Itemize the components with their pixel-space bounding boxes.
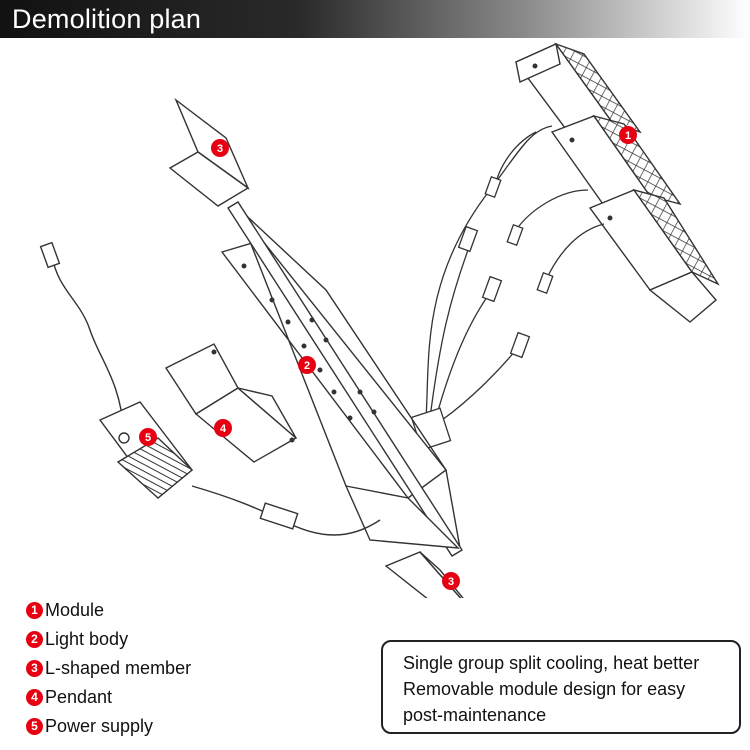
legend-item-power-supply: 5 Power supply bbox=[26, 712, 191, 741]
svg-text:1: 1 bbox=[625, 130, 631, 142]
legend-label: Light body bbox=[45, 629, 129, 649]
number-badge: 1 bbox=[26, 602, 43, 619]
page-title: Demolition plan bbox=[12, 4, 202, 34]
note-line: Single group split cooling, heat better bbox=[403, 653, 700, 673]
power-supply bbox=[39, 241, 381, 536]
svg-text:2: 2 bbox=[304, 360, 310, 372]
legend-label: Module bbox=[45, 600, 105, 620]
marker-4: 4 bbox=[214, 419, 232, 437]
note-line: Removable module design for easy bbox=[403, 679, 686, 699]
l-bracket-top bbox=[168, 97, 250, 207]
svg-text:5: 5 bbox=[145, 432, 151, 444]
number-badge: 2 bbox=[26, 631, 43, 648]
module-assembly bbox=[514, 42, 720, 323]
title-bar: Demolition plan bbox=[0, 0, 750, 38]
marker-1: 1 bbox=[619, 126, 637, 144]
number-badge: 4 bbox=[26, 689, 43, 706]
legend-label: L-shaped member bbox=[45, 658, 192, 678]
svg-text:4: 4 bbox=[220, 423, 227, 435]
module-panel-1 bbox=[514, 42, 642, 141]
feature-note-box: Single group split cooling, heat better … bbox=[381, 640, 741, 734]
legend-label: Pendant bbox=[45, 687, 113, 707]
pendant bbox=[164, 343, 298, 463]
number-badge: 5 bbox=[26, 718, 43, 735]
exploded-view-drawing: 1 2 3 3 4 5 bbox=[39, 42, 720, 598]
module-panel-2 bbox=[550, 114, 682, 215]
light-body bbox=[220, 201, 463, 557]
marker-3-bottom: 3 bbox=[442, 572, 460, 590]
l-bracket-bottom bbox=[384, 551, 464, 598]
cable-harness bbox=[410, 125, 605, 451]
svg-text:3: 3 bbox=[217, 143, 223, 155]
legend-item-light-body: 2 Light body bbox=[26, 625, 191, 654]
note-line: post-maintenance bbox=[403, 705, 547, 725]
number-badge: 3 bbox=[26, 660, 43, 677]
marker-2: 2 bbox=[298, 356, 316, 374]
legend-label: Power supply bbox=[45, 716, 154, 736]
marker-3-top: 3 bbox=[211, 139, 229, 157]
legend-item-module: 1 Module bbox=[26, 596, 191, 625]
marker-5: 5 bbox=[139, 428, 157, 446]
legend-item-l-shaped-member: 3 L-shaped member bbox=[26, 654, 191, 683]
svg-text:3: 3 bbox=[448, 576, 454, 588]
module-panel-3 bbox=[588, 188, 720, 323]
legend-item-pendant: 4 Pendant bbox=[26, 683, 191, 712]
legend: 1 Module 2 Light body 3 L-shaped member … bbox=[26, 596, 191, 741]
